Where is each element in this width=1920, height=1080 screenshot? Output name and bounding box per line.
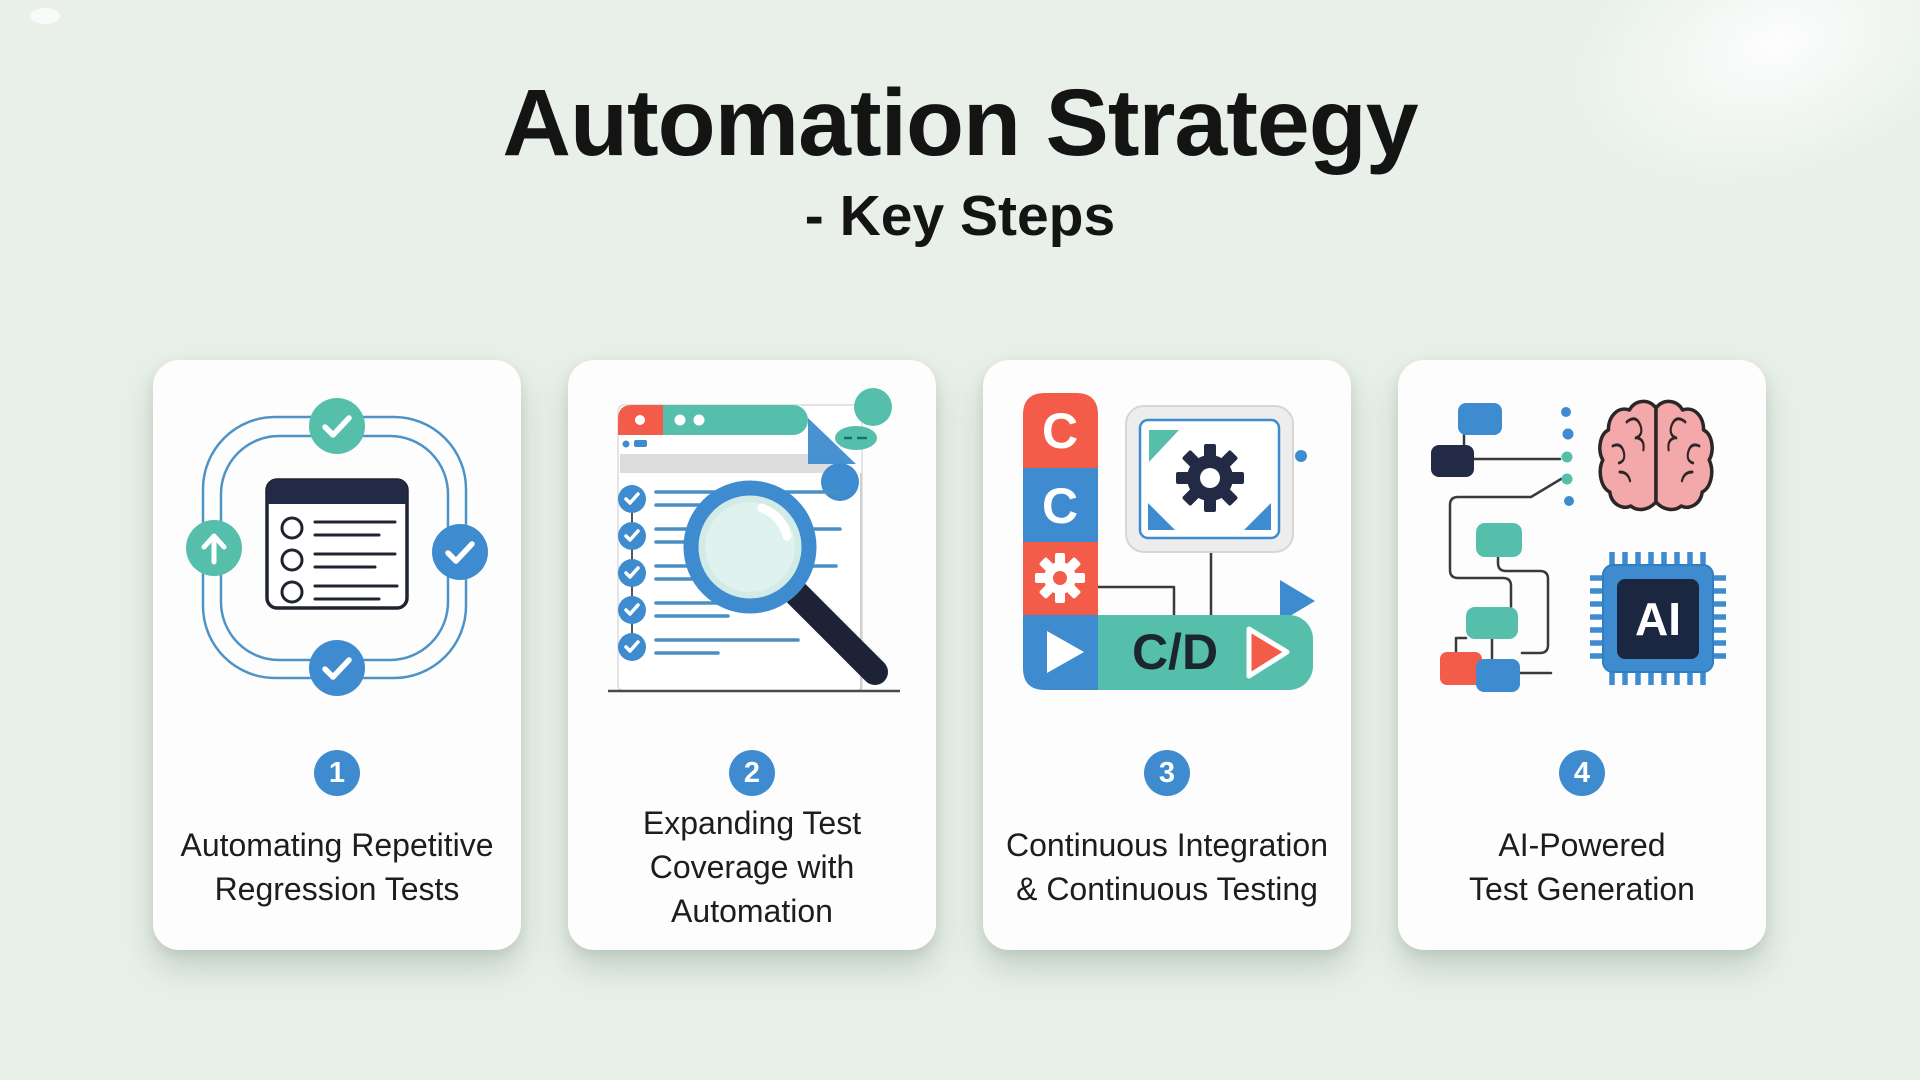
chip-label: AI xyxy=(1635,593,1681,645)
checklist-window xyxy=(265,478,409,610)
step-title-line: & Continuous Testing xyxy=(1016,871,1318,907)
magnifier-checklist-icon xyxy=(608,388,900,693)
play-icon xyxy=(1047,631,1084,673)
step-number: 2 xyxy=(743,756,761,789)
magnifier-icon xyxy=(683,480,888,685)
gear-icon xyxy=(1035,553,1085,603)
step-title-line: AI-Powered xyxy=(1498,826,1666,863)
flowchart-connectors xyxy=(1448,433,1563,675)
ai-chip-icon: AI xyxy=(1590,552,1726,685)
step-title-line: Expanding Test xyxy=(642,804,862,841)
step-title: Continuous Integration & Continuous Test… xyxy=(1006,796,1328,950)
step-number-badge: 4 xyxy=(1559,750,1605,796)
step-title-line: Regression Tests xyxy=(214,871,460,907)
play-icon xyxy=(1280,580,1315,622)
header: Automation Strategy - Key Steps xyxy=(0,72,1920,249)
flowchart-nodes xyxy=(1431,403,1522,692)
page-subtitle: - Key Steps xyxy=(804,183,1116,248)
up-arrow-node xyxy=(186,520,242,576)
cards-row: 1 Automating Repetitive Regression Tests xyxy=(153,360,1766,950)
step-card-3: C C xyxy=(983,360,1351,950)
step-number-badge: 2 xyxy=(729,750,775,796)
step-card-4: AI 4 AI-Powered Test Generation xyxy=(1398,360,1766,950)
dots-column xyxy=(1561,407,1574,506)
brain-icon xyxy=(1600,401,1712,509)
step-title-line: Automating Repetitive xyxy=(180,826,494,863)
play-icon xyxy=(1246,626,1290,679)
page-title: Automation Strategy xyxy=(502,70,1418,176)
step-title-line: Continuous Integration xyxy=(1006,826,1328,863)
cd-label: C/D xyxy=(1132,624,1218,680)
ai-chip-brain-icon: AI xyxy=(1431,360,1726,692)
step-number: 4 xyxy=(1573,756,1591,789)
regression-loop-icon xyxy=(186,398,488,696)
ci-letter: C xyxy=(1042,403,1078,459)
step-number-badge: 3 xyxy=(1144,750,1190,796)
step-number: 1 xyxy=(328,756,346,789)
dot-accent xyxy=(1295,450,1307,462)
step-title: Expanding Test Coverage with Automation xyxy=(643,796,861,950)
check-node-top xyxy=(309,398,365,454)
cd-bar: C/D xyxy=(1098,615,1313,690)
step-title-line: Test Generation xyxy=(1469,871,1695,907)
toolbar-dot-icon xyxy=(622,440,630,448)
pipeline-column: C C xyxy=(1023,393,1098,690)
step-title-line: Coverage with xyxy=(649,848,855,885)
step-number: 3 xyxy=(1158,756,1176,789)
check-node-right xyxy=(432,524,488,580)
monitor xyxy=(1125,405,1307,553)
step-number-badge: 1 xyxy=(314,750,360,796)
step-card-2: 2 Expanding Test Coverage with Automatio… xyxy=(568,360,936,950)
step-title-line: Automation xyxy=(671,893,833,930)
ci-letter: C xyxy=(1042,478,1078,534)
toolbar-chip-icon xyxy=(634,440,647,447)
step-title: Automating Repetitive Regression Tests xyxy=(180,796,493,950)
check-node-bottom xyxy=(309,640,365,696)
step-card-1: 1 Automating Repetitive Regression Tests xyxy=(153,360,521,950)
background-fleck xyxy=(30,8,60,24)
gear-icon xyxy=(1176,444,1244,512)
pipeline-connectors xyxy=(1096,550,1213,617)
ci-cd-pipeline-icon: C C xyxy=(1023,393,1315,690)
step-title: AI-Powered Test Generation xyxy=(1469,796,1695,950)
